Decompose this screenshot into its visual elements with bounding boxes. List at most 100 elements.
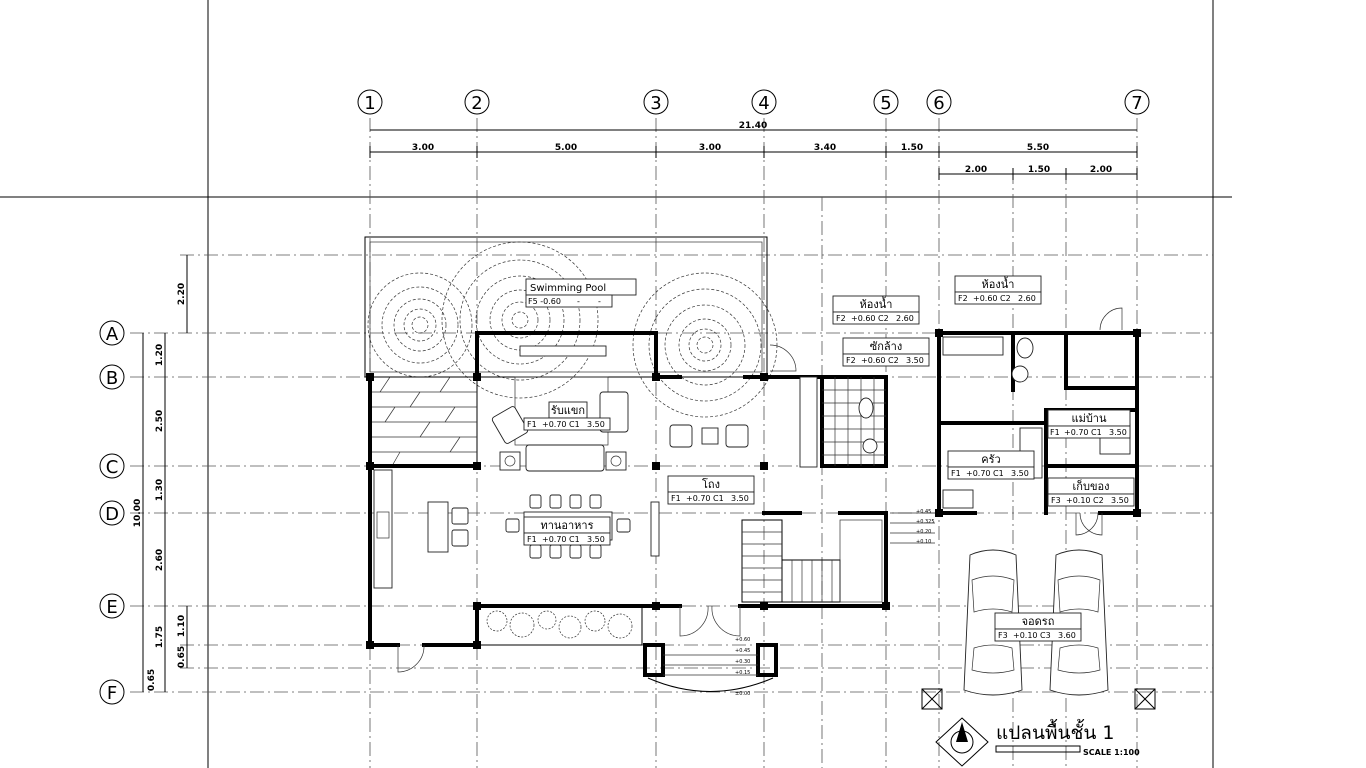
svg-text:โถง: โถง bbox=[702, 477, 720, 491]
dim-top-3: 3.00 bbox=[699, 143, 721, 153]
svg-text:+0.60: +0.60 bbox=[861, 356, 886, 365]
dim-top-2: 5.00 bbox=[555, 143, 577, 153]
svg-text:7: 7 bbox=[1131, 93, 1142, 114]
north-arrow-icon bbox=[935, 717, 989, 767]
pool-tag: F5 -0.60 bbox=[528, 297, 561, 306]
door-swings bbox=[397, 307, 1123, 673]
svg-text:F1: F1 bbox=[951, 469, 961, 478]
svg-text:4: 4 bbox=[758, 93, 769, 114]
column-bubble-2: 2 bbox=[464, 89, 490, 115]
dim-sub-1: 2.00 bbox=[965, 165, 987, 175]
side-step-levels: +0.45 +0.325 +0.20 +0.10 bbox=[890, 509, 935, 545]
svg-text:1: 1 bbox=[364, 93, 375, 114]
svg-text:C2: C2 bbox=[888, 356, 899, 365]
pool-label: Swimming Pool bbox=[530, 283, 606, 294]
svg-text:3.60: 3.60 bbox=[1058, 631, 1076, 640]
svg-text:+0.70: +0.70 bbox=[1064, 428, 1089, 437]
svg-text:2: 2 bbox=[471, 93, 482, 114]
row-grid-bubbles: A B C D E F bbox=[99, 320, 125, 705]
svg-text:F2: F2 bbox=[958, 294, 968, 303]
svg-text:รับแขก: รับแขก bbox=[551, 404, 585, 417]
dim-sub-2: 1.50 bbox=[1028, 165, 1050, 175]
dim-overall-width: 21.40 bbox=[739, 121, 767, 131]
svg-text:6: 6 bbox=[933, 93, 944, 114]
room-tag-dining: ทานอาหาร F1 +0.70 C1 3.50 bbox=[523, 516, 611, 546]
svg-text:B: B bbox=[106, 368, 118, 389]
svg-text:F1: F1 bbox=[1050, 428, 1060, 437]
column-bubble-7: 7 bbox=[1124, 89, 1150, 115]
svg-text:-: - bbox=[598, 297, 601, 306]
staircase bbox=[741, 519, 883, 603]
svg-text:3.50: 3.50 bbox=[731, 494, 749, 503]
front-planter bbox=[476, 605, 643, 646]
svg-text:3.50: 3.50 bbox=[1109, 428, 1127, 437]
svg-text:F3: F3 bbox=[1051, 496, 1061, 505]
room-tag-storage: เก็บของ F3 +0.10 C2 3.50 bbox=[1047, 477, 1135, 507]
svg-text:3.50: 3.50 bbox=[587, 535, 605, 544]
row-bubble-B: B bbox=[99, 364, 125, 390]
svg-text:ซักล้าง: ซักล้าง bbox=[870, 340, 902, 353]
svg-text:F2: F2 bbox=[846, 356, 856, 365]
svg-text:+0.45: +0.45 bbox=[735, 648, 750, 654]
svg-text:2.60: 2.60 bbox=[896, 314, 914, 323]
svg-text:2.60: 2.60 bbox=[1018, 294, 1036, 303]
structural-columns bbox=[366, 329, 1141, 649]
dim-left-1: 1.20 bbox=[155, 344, 165, 366]
svg-text:+0.15: +0.15 bbox=[735, 670, 750, 676]
svg-text:F1: F1 bbox=[527, 535, 537, 544]
svg-text:C3: C3 bbox=[1040, 631, 1051, 640]
left-dimensions: 10.00 1.20 2.50 1.30 2.60 1.75 0.65 2.20… bbox=[133, 255, 188, 692]
svg-text:3.50: 3.50 bbox=[1111, 496, 1129, 505]
svg-text:5: 5 bbox=[880, 93, 891, 114]
wood-deck bbox=[369, 376, 478, 467]
svg-text:+0.45: +0.45 bbox=[916, 509, 931, 515]
dim-sub-3: 2.00 bbox=[1090, 165, 1112, 175]
swimming-pool: Swimming Pool F5 -0.60 - - bbox=[364, 236, 778, 418]
svg-text:+0.70: +0.70 bbox=[686, 494, 711, 503]
svg-text:C1: C1 bbox=[569, 420, 580, 429]
svg-text:+0.10: +0.10 bbox=[1066, 496, 1091, 505]
room-tag-hall: โถง F1 +0.70 C1 3.50 bbox=[667, 475, 755, 505]
room-tag-laundry: ซักล้าง F2 +0.60 C2 3.50 bbox=[842, 337, 930, 367]
dim-left-2: 2.50 bbox=[155, 410, 165, 432]
carport-post-right bbox=[1134, 688, 1156, 710]
dim-top-1: 3.00 bbox=[412, 143, 434, 153]
sheet-frame bbox=[0, 0, 1232, 768]
dim-top-4: 3.40 bbox=[814, 143, 836, 153]
entrance-steps: +0.60 +0.45 +0.30 +0.15 ±0.00 bbox=[643, 605, 778, 697]
svg-text:3: 3 bbox=[650, 93, 661, 114]
laundry-tiles bbox=[822, 377, 886, 466]
hall-furniture bbox=[669, 376, 818, 468]
row-bubble-C: C bbox=[99, 453, 125, 479]
row-bubble-F: F bbox=[99, 679, 125, 705]
svg-text:A: A bbox=[106, 324, 119, 345]
dim-overall-depth: 10.00 bbox=[133, 499, 143, 527]
svg-text:C2: C2 bbox=[878, 314, 889, 323]
dim-left-4: 2.60 bbox=[155, 549, 165, 571]
svg-text:C1: C1 bbox=[569, 535, 580, 544]
svg-text:C1: C1 bbox=[1091, 428, 1102, 437]
dim-outer-3: 0.65 bbox=[177, 646, 187, 668]
svg-text:+0.70: +0.70 bbox=[966, 469, 991, 478]
svg-text:C1: C1 bbox=[713, 494, 724, 503]
svg-text:+0.30: +0.30 bbox=[735, 659, 750, 665]
svg-text:+0.20: +0.20 bbox=[916, 529, 931, 535]
svg-text:ห้องน้ำ: ห้องน้ำ bbox=[860, 296, 893, 311]
room-tag-maid: แม่บ้าน F1 +0.70 C1 3.50 bbox=[1047, 409, 1131, 439]
column-bubble-6: 6 bbox=[926, 89, 952, 115]
svg-text:-: - bbox=[577, 297, 580, 306]
dim-left-5: 1.75 bbox=[155, 626, 165, 648]
room-tag-carport: จอดรถ F3 +0.10 C3 3.60 bbox=[994, 612, 1082, 642]
column-bubble-3: 3 bbox=[643, 89, 669, 115]
svg-text:F2: F2 bbox=[836, 314, 846, 323]
svg-text:E: E bbox=[106, 597, 117, 618]
svg-text:C2: C2 bbox=[1000, 294, 1011, 303]
dim-outer-1: 2.20 bbox=[177, 283, 187, 305]
row-bubble-A: A bbox=[99, 320, 125, 346]
svg-text:+0.325: +0.325 bbox=[916, 519, 935, 525]
svg-text:F1: F1 bbox=[527, 420, 537, 429]
column-bubble-1: 1 bbox=[357, 89, 383, 115]
svg-text:±0.00: ±0.00 bbox=[735, 691, 750, 697]
row-bubble-D: D bbox=[99, 500, 125, 526]
